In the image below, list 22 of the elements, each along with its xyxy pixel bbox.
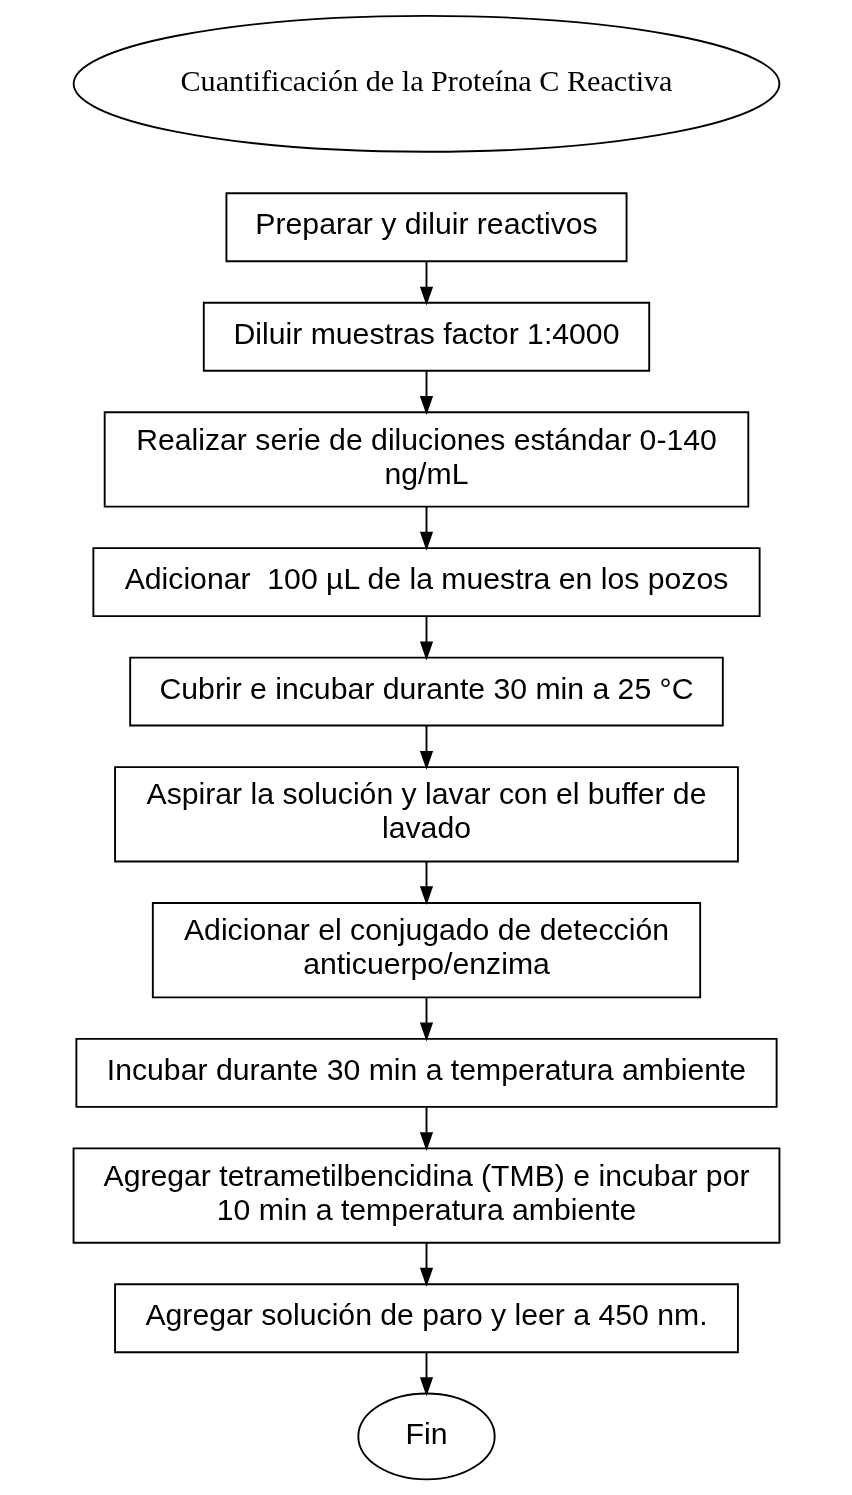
node-box: Realizar serie de diluciones estándar 0-140 ng/mL — [103, 411, 749, 508]
node-box: Incubar durante 30 min a temperatura ambiente — [74, 1037, 778, 1108]
arrow — [419, 1106, 433, 1152]
arrow — [419, 725, 433, 770]
node-box: Adicionar el conjugado de detección anticuerpo/enzima — [151, 902, 701, 999]
arrow — [419, 1242, 433, 1287]
node-box: Adicionar 100 µL de la muestra en los pozos — [91, 547, 761, 618]
arrow — [419, 860, 433, 906]
arrow — [419, 506, 433, 551]
node-box: Cubrir e incubar durante 30 min a 25 °C — [128, 656, 724, 727]
node-ellipse: Fin — [356, 1392, 496, 1481]
node-box: Agregar solución de paro y leer a 450 nm. — [113, 1283, 739, 1354]
arrow — [419, 1351, 433, 1397]
arrow — [419, 260, 433, 306]
node-box: Agregar tetrametilbencidina (TMB) e incubar por 10 min a temperatura ambiente — [72, 1147, 780, 1244]
node-box: Preparar y diluir reactivos — [225, 192, 627, 263]
node-box: Diluir muestras factor 1:4000 — [202, 301, 650, 372]
arrow — [419, 996, 433, 1042]
arrow — [419, 370, 433, 415]
node-ellipse: Cuantificación de la Proteína C Reactiva — [72, 14, 780, 153]
arrow — [419, 615, 433, 661]
node-box: Aspirar la solución y lavar con el buffer de lavado — [113, 766, 739, 863]
